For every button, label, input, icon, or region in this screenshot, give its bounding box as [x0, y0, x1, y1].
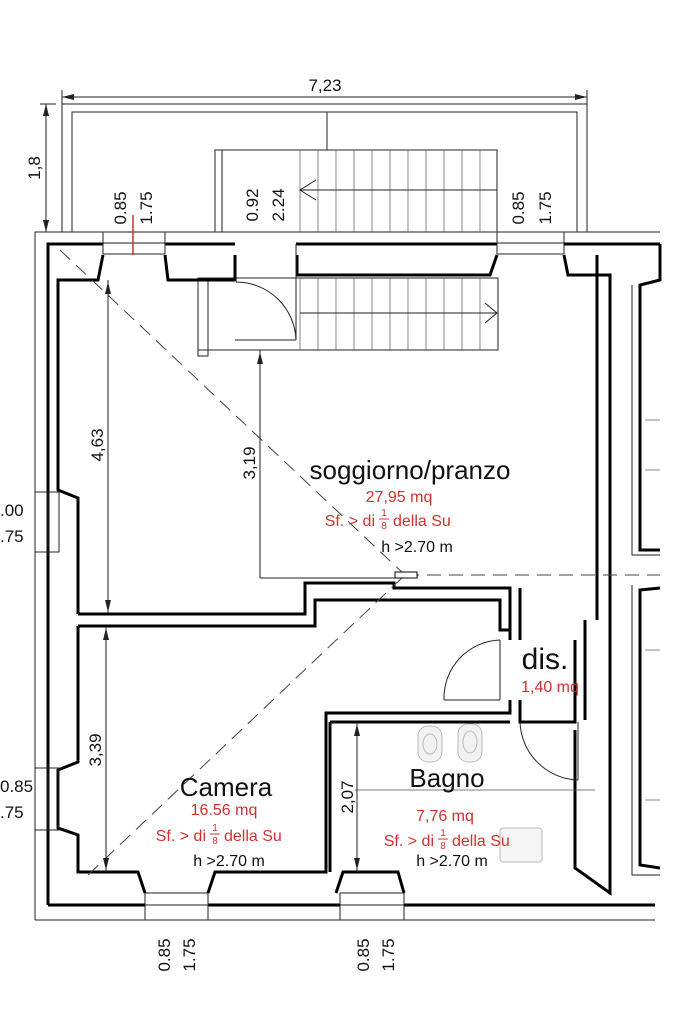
- win-bottom-right-w: 0.85: [354, 938, 373, 971]
- win-top-left-h: 1.75: [137, 191, 156, 224]
- diagonal-marker: [394, 571, 418, 579]
- bedroom-depth-label: 3,39: [86, 733, 105, 766]
- opening-labels: 0.85 1.75 0.92 2.24 0.85 1.75 .00 .75 0.…: [0, 188, 555, 971]
- room-living: soggiorno/pranzo 27,95 mq Sf. > di 1 8 d…: [310, 455, 511, 556]
- dis-area: 1,40 mq: [521, 679, 579, 696]
- camera-frac-den: 8: [212, 836, 218, 847]
- dim-bath-depth: 2,07: [338, 722, 360, 872]
- balcony-depth-label: 1,8: [25, 156, 44, 180]
- win-bottom-right-h: 1.75: [379, 938, 398, 971]
- left-win-upper-w: .00: [0, 501, 24, 520]
- win-bottom-left-w: 0.85: [155, 938, 174, 971]
- living-sf-suffix: della Su: [393, 513, 451, 530]
- win-top-left-w: 0.85: [111, 191, 130, 224]
- windows: [34, 215, 565, 921]
- dim-bedroom-depth: 3,39: [86, 626, 109, 872]
- bagno-name: Bagno: [409, 763, 484, 793]
- camera-sf-suffix: della Su: [224, 828, 282, 845]
- bagno-height: h >2.70 m: [416, 853, 488, 870]
- room-dis: dis. 1,40 mq: [521, 643, 579, 696]
- overall-width-label: 7,23: [308, 76, 341, 95]
- living-height: h >2.70 m: [381, 539, 453, 556]
- outer-walls: [34, 231, 660, 921]
- dim-stair-depth: 3,19: [240, 350, 405, 579]
- bathroom-fixtures: [355, 723, 595, 863]
- bagno-area: 7,76 mq: [416, 808, 474, 825]
- left-win-lower-w: 0.85: [0, 777, 33, 796]
- stair-depth-label: 3,19: [240, 446, 259, 479]
- living-sf-prefix: Sf. > di: [325, 513, 375, 530]
- camera-height: h >2.70 m: [193, 853, 265, 870]
- bagno-sf-prefix: Sf. > di: [384, 833, 434, 850]
- dis-name: dis.: [522, 643, 569, 676]
- living-frac-den: 8: [381, 521, 387, 532]
- doors: [235, 244, 579, 781]
- left-win-upper-h: .75: [0, 527, 24, 546]
- bagno-frac-den: 8: [440, 841, 446, 852]
- win-bottom-left-h: 1.75: [180, 938, 199, 971]
- door-top-w: 0.92: [243, 188, 262, 221]
- win-top-right-h: 1.75: [536, 191, 555, 224]
- living-area: 27,95 mq: [366, 489, 433, 506]
- bagno-frac-num: 1: [440, 828, 446, 839]
- win-top-right-w: 0.85: [509, 191, 528, 224]
- adjacent-unit: [631, 244, 662, 876]
- diagonal-lines: [59, 249, 660, 876]
- living-frac-num: 1: [381, 508, 387, 519]
- staircase: [197, 149, 499, 357]
- camera-sf-prefix: Sf. > di: [156, 828, 206, 845]
- camera-frac-num: 1: [212, 823, 218, 834]
- room-bagno: Bagno 7,76 mq Sf. > di 1 8 della Su h >2…: [384, 763, 510, 870]
- bath-depth-label: 2,07: [338, 780, 357, 813]
- living-depth-label: 4,63: [88, 428, 107, 461]
- bagno-sf-suffix: della Su: [452, 833, 510, 850]
- interior-walls: [78, 255, 599, 872]
- dim-balcony-depth: 1,8: [25, 103, 56, 232]
- dim-living-depth: 4,63: [88, 280, 111, 614]
- dim-overall-width: 7,23: [61, 76, 588, 104]
- left-win-lower-h: .75: [0, 803, 24, 822]
- room-camera: Camera 16.56 mq Sf. > di 1 8 della Su h …: [156, 772, 282, 870]
- door-top-h: 2.24: [269, 188, 288, 221]
- living-name: soggiorno/pranzo: [310, 455, 511, 485]
- camera-area: 16.56 mq: [191, 802, 258, 819]
- camera-name: Camera: [180, 772, 273, 802]
